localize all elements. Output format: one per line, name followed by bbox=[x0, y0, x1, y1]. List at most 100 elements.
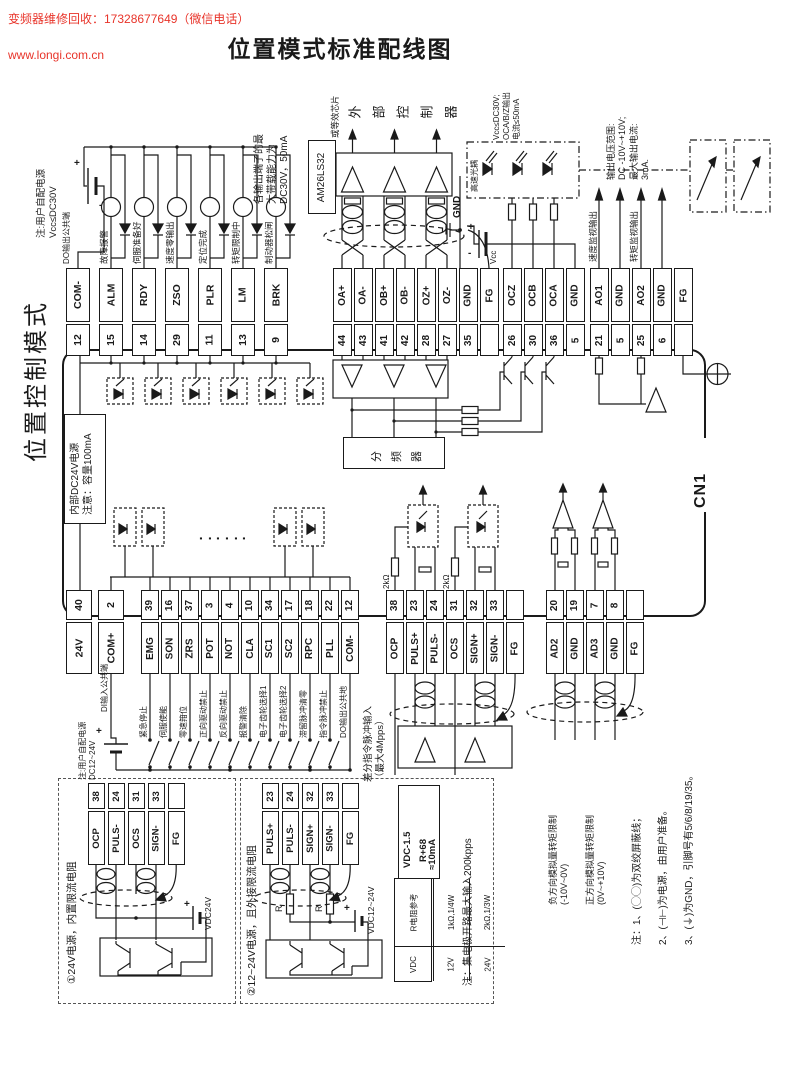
terminal-pin: 13 bbox=[231, 324, 255, 356]
di-ellipsis-dots: ······ bbox=[192, 531, 252, 541]
chip-label: AM26LS32 bbox=[316, 152, 328, 202]
terminal-name: AD2 bbox=[546, 622, 564, 674]
torque-limit-neg-label: 负方向模拟量转矩限制 (-10V~0V) bbox=[548, 814, 570, 905]
frequency-divider-label: 分频器 bbox=[371, 442, 423, 462]
terminal-pin: 23 bbox=[262, 783, 279, 809]
terminal-name: PULS+ bbox=[262, 811, 279, 865]
terminal-pin: 34 bbox=[261, 590, 279, 620]
table-cell: R电阻参考 bbox=[395, 879, 433, 947]
terminal-pin: 15 bbox=[99, 324, 123, 356]
table-cell: VDC bbox=[409, 955, 419, 973]
table-col-12v: 1kΩ,1/4W 12V bbox=[433, 879, 471, 981]
terminal-column: FG bbox=[480, 268, 499, 356]
terminal-pin: 29 bbox=[165, 324, 189, 356]
di-common-label: DI输入公共端 bbox=[100, 664, 109, 712]
di-supply-note: 注:用户自配电源 DC12~24V bbox=[78, 721, 97, 780]
di-label-zrs: 零速箝位 bbox=[179, 706, 188, 738]
terminal-name: GND bbox=[653, 268, 672, 322]
terminal-pin: 26 bbox=[503, 324, 522, 356]
terminal-name: PLR bbox=[198, 268, 222, 322]
terminal-pin bbox=[626, 590, 644, 620]
terminal-pin: 40 bbox=[66, 590, 92, 620]
terminal-pin: 38 bbox=[386, 590, 404, 620]
pullup-resistor-label-2: 2kΩ bbox=[442, 574, 451, 589]
vcc-label: Vcc bbox=[489, 250, 498, 264]
external-controller-label: 外部控制器 bbox=[347, 94, 459, 119]
di-label-not: 反向驱动禁止 bbox=[219, 690, 228, 738]
terminal-pin: 10 bbox=[241, 590, 259, 620]
torque-limit-pos-label: 正方向模拟量转矩限制 (0V~+10V) bbox=[585, 814, 607, 905]
terminal-pin: 42 bbox=[396, 324, 415, 356]
option1-dashed-box bbox=[58, 778, 236, 1004]
terminal-name: PLL bbox=[321, 622, 339, 674]
formula-approx: ≈10mA bbox=[427, 838, 438, 870]
terminal-pin bbox=[674, 324, 693, 356]
terminal-pin: 9 bbox=[264, 324, 288, 356]
footnote-1: 注：1、(◯◯)为双绞屏蔽线； bbox=[632, 812, 643, 945]
terminal-name: GND bbox=[611, 268, 630, 322]
option2-dashed-box bbox=[240, 778, 494, 1004]
terminal-name: RPC bbox=[301, 622, 319, 674]
box2-battery-plus: + bbox=[344, 903, 350, 914]
terminal-name: RDY bbox=[132, 268, 156, 322]
table-col-header: R电阻参考 VDC bbox=[395, 879, 434, 981]
terminal-name: FG bbox=[480, 268, 499, 322]
terminal-name: FG bbox=[506, 622, 524, 674]
terminal-pin: 19 bbox=[566, 590, 584, 620]
terminal-name: NOT bbox=[221, 622, 239, 674]
terminal-name: OA- bbox=[354, 268, 373, 322]
terminal-name: AO1 bbox=[590, 268, 609, 322]
terminal-pin: 12 bbox=[341, 590, 359, 620]
terminal-pin bbox=[480, 324, 499, 356]
terminal-column: OZ-27 bbox=[438, 268, 457, 356]
terminal-pin bbox=[168, 783, 185, 809]
di-battery-plus: + bbox=[96, 726, 102, 737]
terminal-pin: 32 bbox=[466, 590, 484, 620]
encoder-gnd-label: GND bbox=[452, 195, 463, 218]
terminal-name: OA+ bbox=[333, 268, 352, 322]
terminal-name: PULS+ bbox=[406, 622, 424, 674]
terminal-pin: 16 bbox=[161, 590, 179, 620]
terminal-pin: 35 bbox=[459, 324, 478, 356]
terminal-pin: 36 bbox=[545, 324, 564, 356]
terminal-name: SON bbox=[161, 622, 179, 674]
terminal-name: SIGN- bbox=[148, 811, 165, 865]
terminal-pin: 27 bbox=[438, 324, 457, 356]
di-label-emg: 紧急停止 bbox=[139, 706, 148, 738]
terminal-column: OZ+28 bbox=[417, 268, 436, 356]
terminal-pin: 12 bbox=[66, 324, 90, 356]
do-label-rdy: 伺服准备好 bbox=[132, 221, 142, 264]
cn1-connector-patch bbox=[688, 438, 718, 512]
box2-title: ②12~24V电源，且外接限流电阻 bbox=[246, 845, 258, 996]
di-label-pot: 正向驱动禁止 bbox=[199, 690, 208, 738]
analog-input-external bbox=[526, 671, 644, 740]
footnote-2: 2、(⊣⊢)为电源，由用户准备。 bbox=[658, 805, 669, 945]
terminal-pin: 3 bbox=[201, 590, 219, 620]
terminal-pin: 24 bbox=[108, 783, 125, 809]
terminal-name: LM bbox=[231, 268, 255, 322]
terminal-pin: 14 bbox=[132, 324, 156, 356]
di-label-rpc: 滞留脉冲清零 bbox=[299, 690, 308, 738]
